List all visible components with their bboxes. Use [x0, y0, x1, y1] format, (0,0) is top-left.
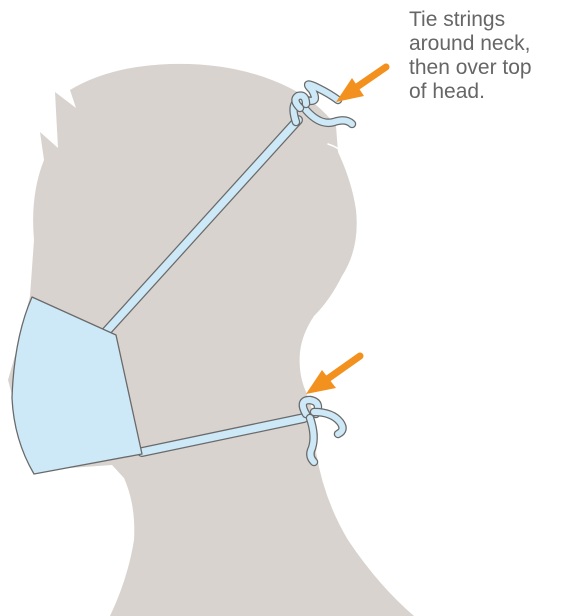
instruction-line: of head. — [409, 80, 569, 104]
instruction-line: then over top — [409, 56, 569, 80]
instruction-line: Tie strings — [409, 8, 569, 32]
tie-instruction-text: Tie strings around neck, then over top o… — [409, 8, 569, 104]
neck-knot-arrow-icon — [306, 356, 360, 394]
top-knot-arrow-icon — [336, 67, 386, 102]
instruction-line: around neck, — [409, 32, 569, 56]
